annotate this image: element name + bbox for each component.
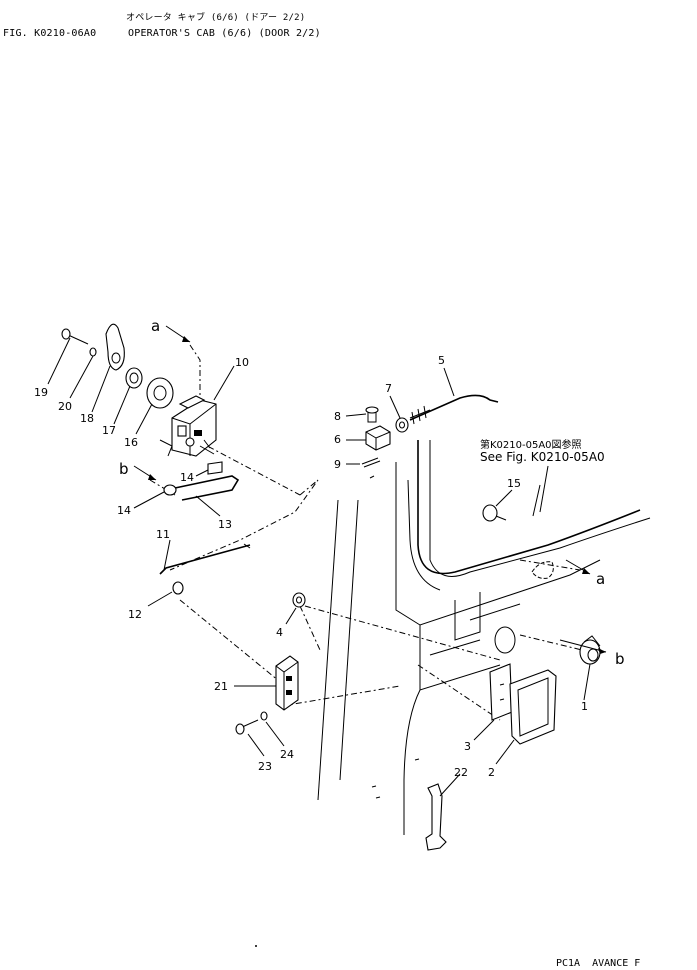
callout-10: 10: [235, 356, 249, 369]
callout-13: 13: [218, 518, 232, 531]
callout-labels: 1 2 3 4 5 6 7 8 9 10 11 12 13 14 14 15 1…: [34, 317, 625, 779]
callout-leaders: [47, 337, 591, 797]
part-5-handle-rod: [409, 394, 499, 425]
connector-b-left: b: [119, 460, 129, 478]
connector-a-upper: a: [151, 317, 160, 335]
part-20-washer: [89, 347, 97, 357]
part-14-clip-upper: [207, 461, 223, 475]
figure-code: FIG. K0210-06A0: [3, 28, 97, 39]
title-japanese: オペレータ キャブ (6/6) (ドアー 2/2): [126, 13, 306, 23]
callout-18: 18: [80, 412, 94, 425]
reference-note: See Fig. K0210-05A0: [480, 450, 605, 464]
callout-24: 24: [280, 748, 294, 761]
callout-16: 16: [124, 436, 138, 449]
part-18-handle: [105, 323, 125, 371]
part-8-pin: [365, 406, 379, 423]
part-21-latch: [275, 655, 299, 711]
callout-7: 7: [385, 382, 392, 395]
door-panel: [317, 440, 651, 835]
reference-note-japanese: 第K0210-05A0図参照: [480, 440, 582, 451]
part-10-lock-assembly: [159, 395, 217, 457]
part-7-nut: [395, 417, 409, 433]
connector-a-right: a: [596, 570, 605, 588]
part-17-washer: [125, 367, 143, 389]
callout-23: 23: [258, 760, 272, 773]
part-11-rod-end: [159, 543, 251, 575]
part-3-striker: [489, 663, 513, 721]
callout-8: 8: [334, 410, 341, 423]
part-15-bolt: [482, 504, 507, 522]
callout-17: 17: [102, 424, 116, 437]
part-6-block: [365, 425, 391, 451]
reference-arrow: [539, 465, 549, 513]
callout-22: 22: [454, 766, 468, 779]
connector-b-right: b: [615, 650, 625, 668]
speck: [255, 945, 257, 947]
part-14-clip-lower: [163, 484, 177, 496]
part-2-cover: [509, 669, 557, 745]
callout-5: 5: [438, 354, 445, 367]
callout-21: 21: [214, 680, 228, 693]
part-24-washer: [260, 711, 268, 721]
part-22-bracket: [425, 783, 447, 851]
callout-9: 9: [334, 458, 341, 471]
part-9-clip: [361, 457, 381, 468]
connector-arrows: [133, 325, 607, 654]
callout-2: 2: [488, 766, 495, 779]
callout-11: 11: [156, 528, 170, 541]
callout-12: 12: [128, 608, 142, 621]
figure-title: OPERATOR'S CAB (6/6) (DOOR 2/2): [128, 28, 321, 39]
part-4-nut: [292, 592, 306, 608]
leader-lines: [149, 344, 583, 721]
callout-14-lower: 14: [117, 504, 131, 517]
callout-1: 1: [581, 700, 588, 713]
footer-code: PC1A AVANCE F: [556, 958, 641, 969]
part-12-clip: [172, 581, 184, 595]
callout-20: 20: [58, 400, 72, 413]
part-16-cover: [146, 377, 174, 409]
part-19-bolt: [61, 328, 89, 345]
callout-6: 6: [334, 433, 341, 446]
callout-3: 3: [464, 740, 471, 753]
callout-15: 15: [507, 477, 521, 490]
part-23-bolt: [235, 719, 259, 735]
callout-14-upper: 14: [180, 471, 194, 484]
callout-19: 19: [34, 386, 48, 399]
callout-4: 4: [276, 626, 283, 639]
part-13-rod: [174, 475, 240, 501]
